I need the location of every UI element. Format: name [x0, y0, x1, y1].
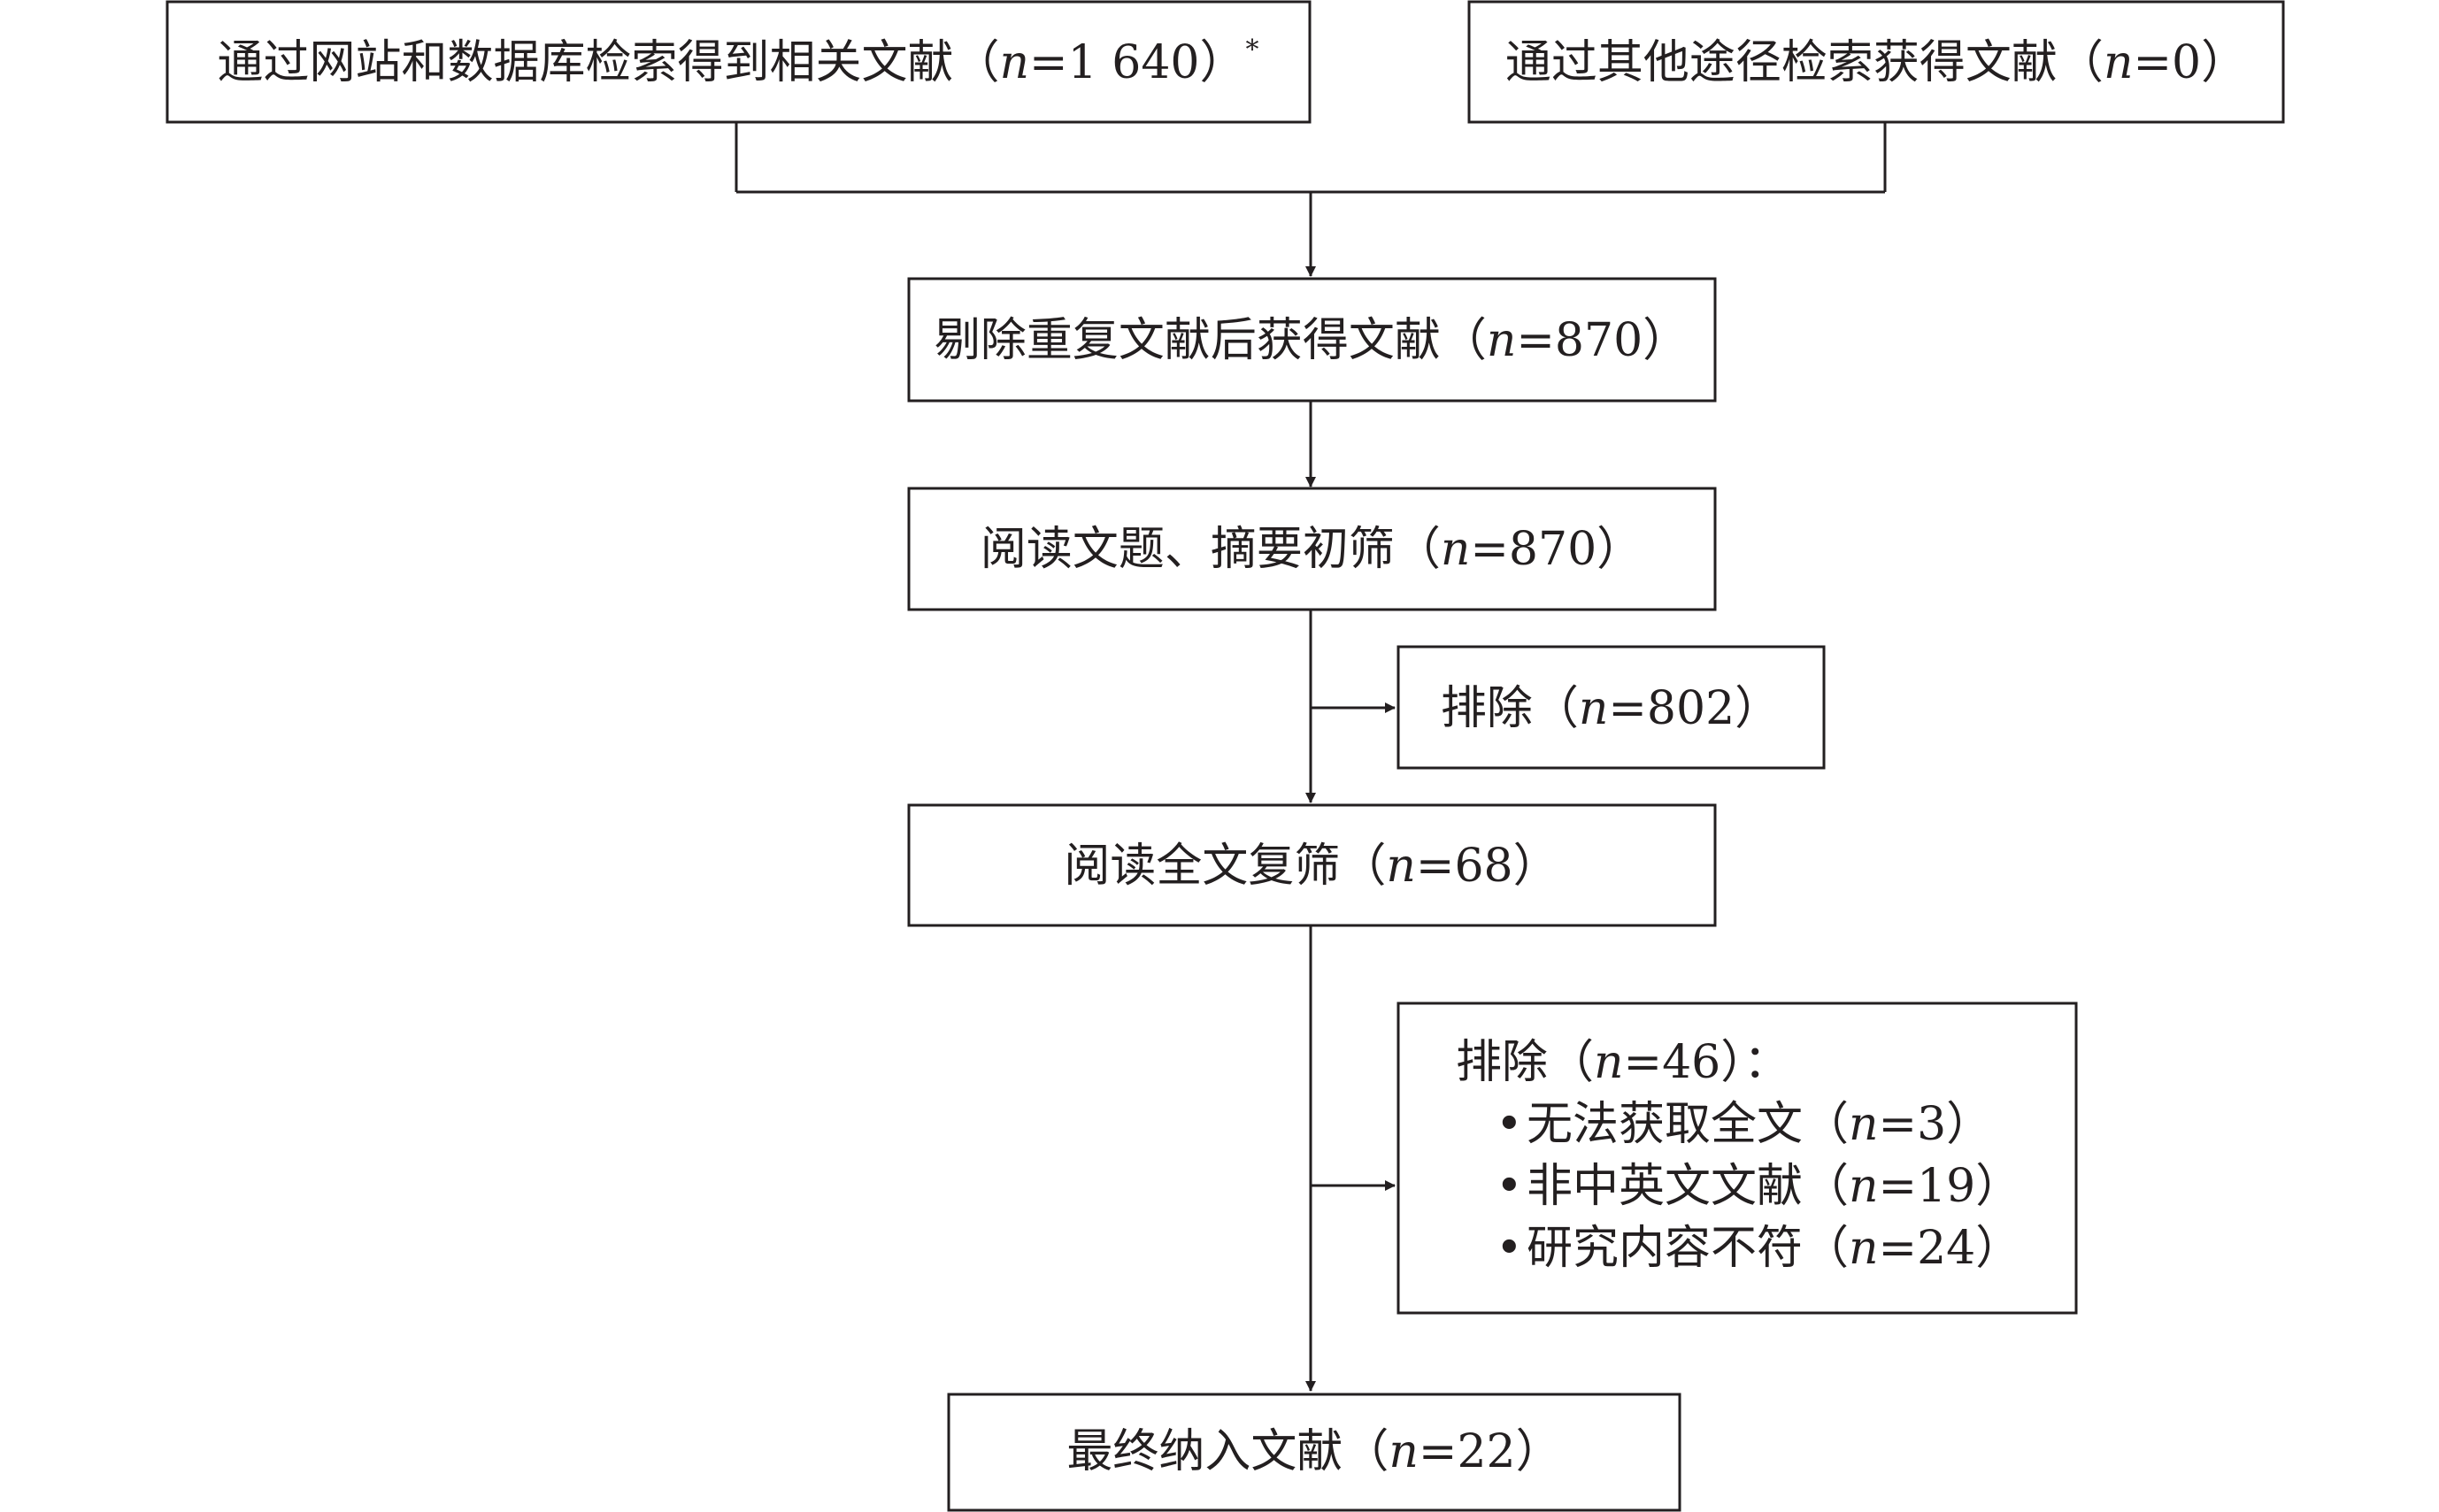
other-sources-open: （: [2058, 36, 2104, 89]
other-sources-label: 通过其他途径检索获得文献: [1505, 36, 2058, 89]
box-included: 最终纳入文献（n=22）: [947, 1393, 1681, 1512]
excluded-second-heading: 排除（n=46）：: [1456, 1036, 1789, 1089]
excluded-reason-item: 无法获取全文（n=3）: [1527, 1098, 1992, 1151]
deduplicated-n: n: [1487, 314, 1517, 367]
search-databases-open: （: [954, 36, 1000, 89]
box-title-abstract-screening: 阅读文题、摘要初筛（n=870）: [907, 487, 1717, 611]
box-other-sources: 通过其他途径检索获得文献（n=0）: [1467, 0, 2285, 124]
excluded-reason-count: =3）: [1879, 1098, 1993, 1151]
excluded-reason-n: n: [1849, 1098, 1879, 1151]
excluded-first-open: （: [1533, 682, 1579, 735]
deduplicated-count: =870）: [1516, 314, 1689, 367]
fulltext-open: （: [1340, 840, 1386, 893]
fulltext-label: 阅读全文复筛: [1064, 840, 1340, 893]
included-open: （: [1343, 1425, 1389, 1478]
included-text: 最终纳入文献（n=22）: [1066, 1425, 1561, 1478]
excluded-reason-open: （: [1803, 1160, 1849, 1213]
excluded-reason-count: =19）: [1879, 1160, 2022, 1213]
bullet-marker: •: [1496, 1098, 1523, 1151]
box-excluded-first: 排除（n=802）: [1396, 645, 1826, 770]
fulltext-count: =68）: [1416, 840, 1559, 893]
connectors: [735, 122, 1887, 1392]
deduplicated-label: 剔除重复文献后获得文献: [935, 314, 1441, 367]
excluded-second-label: 排除: [1456, 1036, 1548, 1089]
fulltext-text: 阅读全文复筛（n=68）: [1064, 840, 1558, 893]
title-abstract-open: （: [1395, 523, 1441, 576]
included-count: =22）: [1419, 1425, 1562, 1478]
title-abstract-n: n: [1441, 523, 1471, 576]
title-abstract-text: 阅读文题、摘要初筛（n=870）: [981, 523, 1643, 576]
excluded-reason-n: n: [1849, 1222, 1879, 1275]
box-search-databases: 通过网站和数据库检索得到相关文献（n=1 640）*: [165, 0, 1312, 124]
search-databases-footnote-mark: *: [1245, 35, 1258, 65]
excluded-reason-open: （: [1803, 1222, 1849, 1275]
box-deduplicated: 剔除重复文献后获得文献（n=870）: [907, 277, 1717, 403]
excluded-second-n: n: [1594, 1036, 1624, 1089]
excluded-second-open: （: [1548, 1036, 1594, 1089]
excluded-reason-n: n: [1849, 1160, 1879, 1213]
excluded-reason-count: =24）: [1879, 1222, 2022, 1275]
search-databases-count: =1 640）: [1029, 36, 1245, 89]
box-excluded-second: 排除（n=46）： • 无法获取全文（n=3） • 非中英文文献（n=19） •…: [1396, 1002, 2078, 1315]
excluded-reason-item: 研究内容不符（n=24）: [1527, 1222, 2021, 1275]
search-databases-text: 通过网站和数据库检索得到相关文献（n=1 640）*: [218, 35, 1259, 89]
excluded-reason-item: 非中英文文献（n=19）: [1527, 1160, 2021, 1213]
fulltext-n: n: [1386, 840, 1416, 893]
excluded-reason-label: 非中英文文献: [1527, 1160, 1803, 1213]
bullet-marker: •: [1496, 1222, 1523, 1275]
bullet-marker: •: [1496, 1160, 1523, 1213]
excluded-first-label: 排除: [1441, 682, 1533, 735]
excluded-first-text: 排除（n=802）: [1441, 682, 1781, 735]
search-databases-n: n: [1000, 36, 1030, 89]
excluded-reason-label: 研究内容不符: [1527, 1222, 1803, 1275]
search-databases-label: 通过网站和数据库检索得到相关文献: [218, 36, 954, 89]
other-sources-text: 通过其他途径检索获得文献（n=0）: [1505, 36, 2247, 89]
title-abstract-count: =870）: [1470, 523, 1643, 576]
title-abstract-label: 阅读文题、摘要初筛: [981, 523, 1395, 576]
included-label: 最终纳入文献: [1066, 1425, 1343, 1478]
excluded-reason-label: 无法获取全文: [1527, 1098, 1803, 1151]
other-sources-count: =0）: [2133, 36, 2247, 89]
other-sources-n: n: [2104, 36, 2134, 89]
excluded-first-count: =802）: [1608, 682, 1781, 735]
excluded-second-count: =46）：: [1624, 1036, 1790, 1089]
included-n: n: [1389, 1425, 1419, 1478]
deduplicated-open: （: [1441, 314, 1487, 367]
excluded-first-n: n: [1579, 682, 1609, 735]
deduplicated-text: 剔除重复文献后获得文献（n=870）: [935, 314, 1689, 367]
excluded-reason-open: （: [1803, 1098, 1849, 1151]
box-fulltext-screening: 阅读全文复筛（n=68）: [907, 803, 1717, 927]
